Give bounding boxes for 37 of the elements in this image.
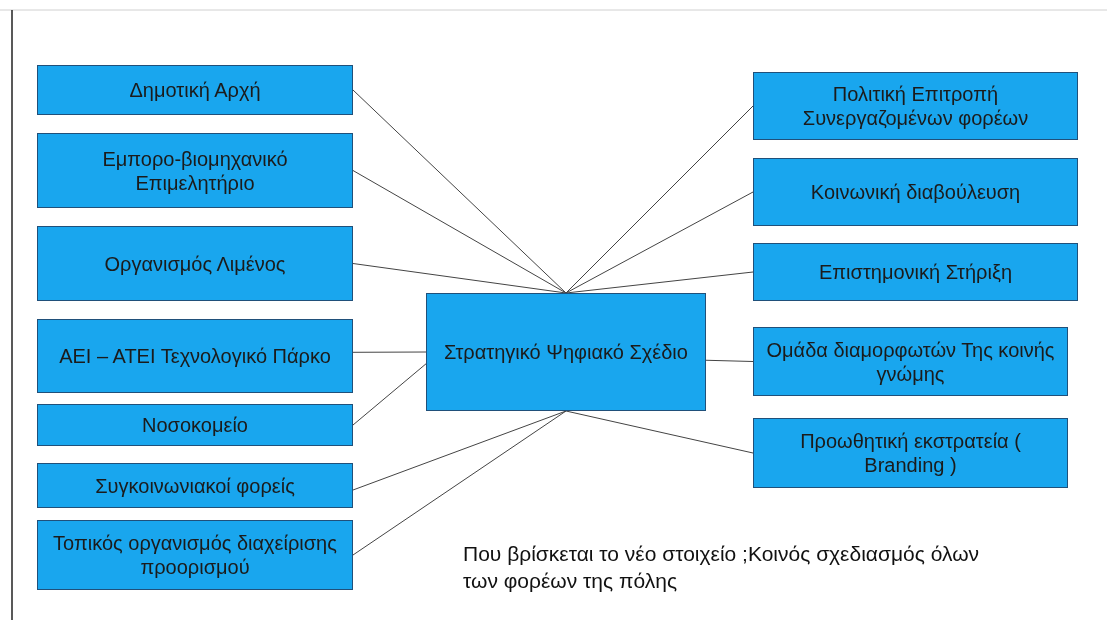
stakeholder-box	[37, 65, 353, 115]
stakeholder-box	[37, 520, 353, 590]
node-label: Επιστημονική Στήριξη	[818, 260, 1012, 284]
node-label: Κοινωνική διαβούλευση	[810, 180, 1021, 204]
connector-line	[565, 105, 754, 294]
connector-line	[565, 410, 754, 454]
stakeholder-box	[753, 418, 1068, 488]
connector-line	[352, 89, 567, 294]
connector-line	[352, 410, 567, 491]
node-label: Ομάδα διαμορφωτών Της κοινής γνώμης	[765, 337, 1056, 386]
note-text: Που βρίσκεται το νέο στοιχείο ;Κοινός σχεδιασμός όλων των φορέων της πόλης	[463, 541, 981, 595]
node-label: Εμπορο-βιομηχανικό Επιμελητήριο	[101, 146, 289, 195]
node-label: Πολιτική Επιτροπή Συνεργαζομένων φορέων	[801, 82, 1030, 130]
node-label: Οργανισμός Λιμένος	[104, 251, 286, 276]
central-box	[426, 293, 706, 411]
connector-line	[352, 410, 567, 556]
node-label: Στρατηγικό Ψηφιακό Σχέδιο	[444, 340, 688, 364]
stakeholder-box	[753, 158, 1078, 226]
node-label: Νοσοκομείο	[142, 413, 248, 437]
stakeholder-box	[37, 226, 353, 301]
stakeholder-box	[37, 319, 353, 393]
connector-line	[352, 363, 427, 426]
stakeholder-box	[753, 327, 1068, 396]
connector-line	[352, 170, 567, 294]
stakeholder-box	[37, 404, 353, 446]
stakeholder-box	[37, 133, 353, 208]
connector-line	[705, 359, 754, 362]
node-label: Συγκοινωνιακοί φορείς	[95, 473, 295, 498]
connector-line	[352, 351, 427, 353]
node-label: Δημοτική Αρχή	[129, 78, 261, 102]
node-label: Τοπικός οργανισμός διαχείρισης προορισμού	[52, 531, 338, 579]
connector-line	[565, 191, 754, 294]
node-label: ΑΕΙ – ΑΤΕΙ Τεχνολογικό Πάρκο	[59, 344, 331, 368]
stakeholder-box	[37, 463, 353, 508]
stakeholder-box	[753, 243, 1078, 301]
node-label: Προωθητική εκστρατεία ( Branding )	[799, 429, 1022, 477]
stakeholder-box	[753, 72, 1078, 140]
